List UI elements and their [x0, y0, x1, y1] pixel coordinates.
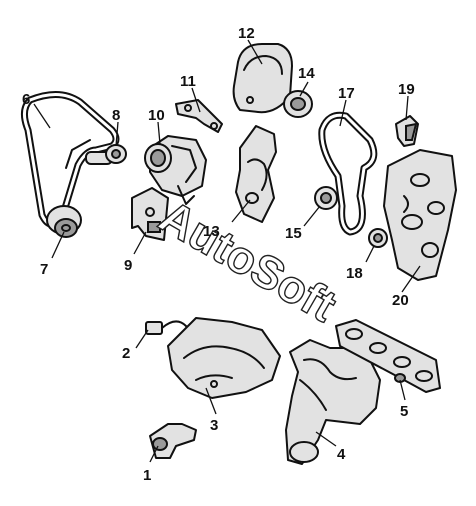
callout-13: 13: [203, 223, 220, 240]
callout-3: 3: [210, 417, 218, 434]
callout-1: 1: [143, 467, 151, 484]
callout-20: 20: [392, 292, 409, 309]
callout-labels: 1 2 3 4 5 6 7 8 9 10 11 12 13 14 15 17 1…: [22, 25, 415, 484]
callout-11: 11: [180, 73, 196, 90]
callout-4: 4: [337, 446, 346, 463]
callout-12: 12: [238, 25, 255, 42]
part-5-manifold-gasket: [335, 319, 441, 393]
callout-9: 9: [124, 257, 132, 274]
callout-19: 19: [398, 81, 415, 98]
callout-2: 2: [122, 345, 130, 362]
leader-lines: [33, 39, 421, 463]
callout-8: 8: [112, 107, 120, 124]
part-15-tensioner-pulley: [314, 186, 338, 210]
part-7-pulley: [46, 205, 82, 238]
part-1-mounting-bracket: [149, 423, 197, 459]
part-4-exhaust-manifold: [285, 339, 381, 465]
callout-10: 10: [148, 107, 165, 124]
part-9-bracket: [131, 187, 169, 241]
callout-14: 14: [298, 65, 315, 82]
callout-7: 7: [40, 261, 48, 278]
part-11-idler-bracket: [175, 99, 223, 133]
part-13-rear-timing-cover: [235, 125, 277, 223]
part-20-lower-cover: [383, 149, 457, 281]
part-10-water-pump: [144, 135, 207, 205]
callout-15: 15: [285, 225, 302, 242]
part-19-clip: [395, 115, 419, 147]
callout-17: 17: [338, 85, 355, 102]
callout-6: 6: [22, 91, 30, 108]
part-17-timing-belt: [318, 111, 378, 236]
callout-18: 18: [346, 265, 363, 282]
part-8-tensioner: [85, 144, 127, 165]
callout-5: 5: [400, 403, 408, 420]
part-3-heat-shield: [167, 317, 281, 399]
part-14-camshaft-pulley: [283, 90, 313, 118]
part-18-pulley: [368, 228, 388, 248]
